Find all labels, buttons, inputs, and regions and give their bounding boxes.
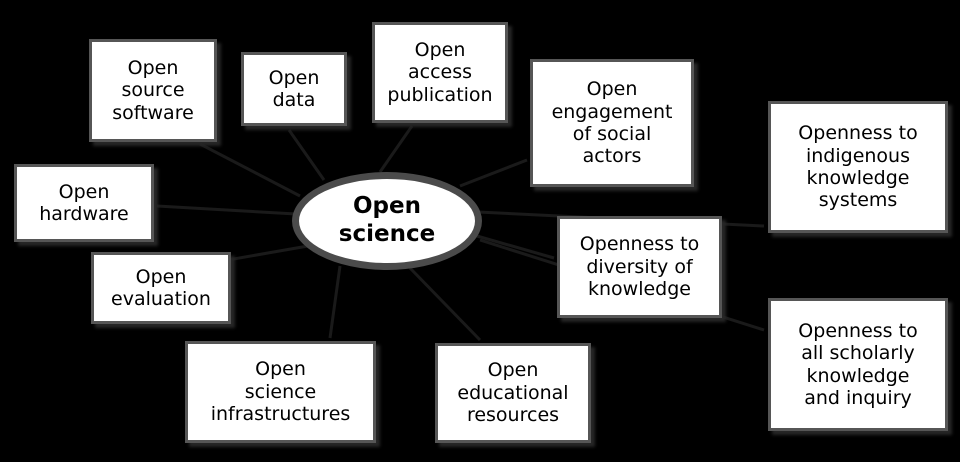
connector-open-hardware <box>156 204 297 216</box>
node-open-educational-resources[interactable]: Open educational resources <box>435 343 591 443</box>
node-label: Open engagement of social actors <box>551 78 673 168</box>
connector-openness-to-diversity-of-knowledge <box>469 232 555 260</box>
node-open-hardware[interactable]: Open hardware <box>14 164 154 242</box>
connector-open-source-software <box>199 142 301 198</box>
node-label: Openness to indigenous knowledge systems <box>798 122 918 212</box>
node-open-engagement-of-social-actors[interactable]: Open engagement of social actors <box>530 59 694 187</box>
node-openness-to-indigenous-knowledge-systems[interactable]: Openness to indigenous knowledge systems <box>768 101 948 233</box>
node-label: Open data <box>268 66 320 111</box>
node-label: Open science infrastructures <box>210 358 351 426</box>
connector-open-engagement-of-social-actors <box>459 158 528 188</box>
node-label: Open access publication <box>387 38 493 106</box>
connector-open-evaluation <box>227 244 309 262</box>
node-label: Openness to diversity of knowledge <box>579 233 700 301</box>
center-node-open-science[interactable]: Open science <box>292 172 482 270</box>
node-open-evaluation[interactable]: Open evaluation <box>91 252 231 324</box>
node-label: Openness to all scholarly knowledge and … <box>798 319 918 409</box>
connector-open-access-publication <box>378 125 414 173</box>
node-open-data[interactable]: Open data <box>241 52 347 126</box>
node-open-source-software[interactable]: Open source software <box>89 39 217 142</box>
node-openness-to-all-scholarly-knowledge-and-inquiry[interactable]: Openness to all scholarly knowledge and … <box>768 298 948 431</box>
node-label: Open hardware <box>39 180 129 225</box>
node-openness-to-diversity-of-knowledge[interactable]: Openness to diversity of knowledge <box>557 216 722 318</box>
node-open-science-infrastructures[interactable]: Open science infrastructures <box>185 341 376 443</box>
node-label: Open source software <box>112 56 194 124</box>
center-node-label: Open science <box>338 193 436 247</box>
connector-open-data <box>287 129 326 181</box>
node-label: Open educational resources <box>457 359 569 427</box>
connector-open-science-infrastructures <box>328 265 342 339</box>
node-label: Open evaluation <box>111 265 211 310</box>
node-open-access-publication[interactable]: Open access publication <box>372 22 508 123</box>
connector-open-educational-resources <box>408 266 482 342</box>
